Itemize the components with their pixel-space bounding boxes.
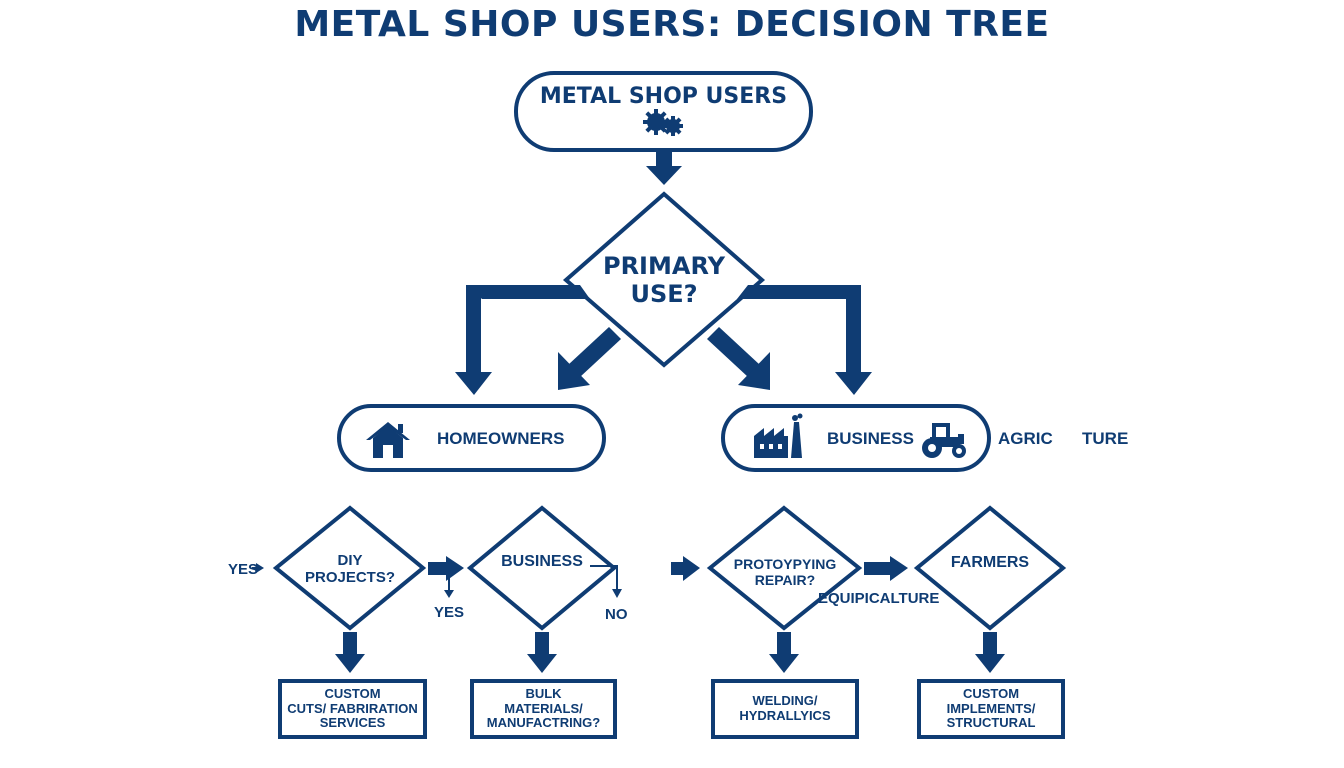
arrow-yes-into-diy: [252, 563, 264, 573]
outcome-label-3: WELDING/ HYDRALLYICS: [739, 693, 831, 723]
outcome-box-3: [711, 679, 859, 739]
root-node-label: METAL SHOP USERS: [539, 84, 788, 109]
agriculture-label-left: AGRIC: [998, 429, 1053, 448]
arrow-primary-to-homeowners-inner: [558, 327, 621, 390]
outcome-label-2: BULK MATERIALS/ MANUFACTRING?: [486, 685, 601, 731]
tractor-icon: [922, 423, 966, 458]
arrow-diy-yes-down: [444, 576, 454, 598]
edge-label-yes-left: YES: [228, 561, 259, 578]
prototyping-label: PROTOYPYING REPAIR?: [733, 556, 837, 589]
outcome-box-2: [470, 679, 617, 739]
farmers-label: FARMERS: [950, 554, 1030, 571]
outcome-label-4: CUSTOM IMPLEMENTS/ STRUCTURAL: [946, 685, 1036, 731]
arrow-prototyping-down: [769, 632, 799, 673]
root-node-box: [514, 71, 813, 152]
arrow-business-down: [527, 632, 557, 673]
arrow-into-prototyping: [671, 556, 700, 581]
arrow-farmers-down: [975, 632, 1005, 673]
outcome-label-1: CUSTOM CUTS/ FABRIRATION SERVICES: [287, 685, 418, 731]
house-icon: [366, 422, 410, 458]
business-question-label: BUSINESS: [501, 553, 583, 570]
gears-icon: [643, 109, 683, 136]
diy-label: DIY PROJECTS?: [304, 552, 395, 587]
diy-diamond: [272, 505, 427, 631]
arrow-primary-to-business-outer: [737, 285, 872, 395]
arrow-primary-to-homeowners-outer: [455, 285, 590, 395]
arrow-diy-down: [335, 632, 365, 673]
arrow-root-to-primary: [646, 152, 682, 185]
edge-label-no: NO: [605, 606, 628, 623]
farmers-diamond: [913, 505, 1067, 631]
outcome-box-4: [917, 679, 1065, 739]
arrow-prototyping-to-farmers: [864, 556, 908, 581]
primary-use-diamond: [562, 191, 766, 368]
business-question-diamond: [466, 505, 618, 631]
arrow-diy-to-business: [428, 556, 464, 581]
prototyping-diamond: [706, 505, 863, 631]
business-label: BUSINESS: [827, 429, 914, 448]
homeowners-label: HOMEOWNERS: [437, 429, 565, 448]
edge-label-equip: EQUIPICALTURE: [818, 590, 940, 607]
business-node-box: [721, 404, 991, 472]
homeowners-node-box: [337, 404, 606, 472]
edge-label-yes-mid: YES: [434, 604, 465, 621]
arrow-primary-to-business-inner: [707, 327, 770, 390]
primary-use-label: PRIMARY USE?: [602, 252, 725, 308]
page-title: METAL SHOP USERS: DECISION TREE: [294, 4, 1050, 45]
arrow-business-no: [590, 565, 622, 598]
factory-icon: [754, 413, 803, 458]
agriculture-label-right: TURE: [1082, 429, 1129, 448]
outcome-box-1: [278, 679, 427, 739]
